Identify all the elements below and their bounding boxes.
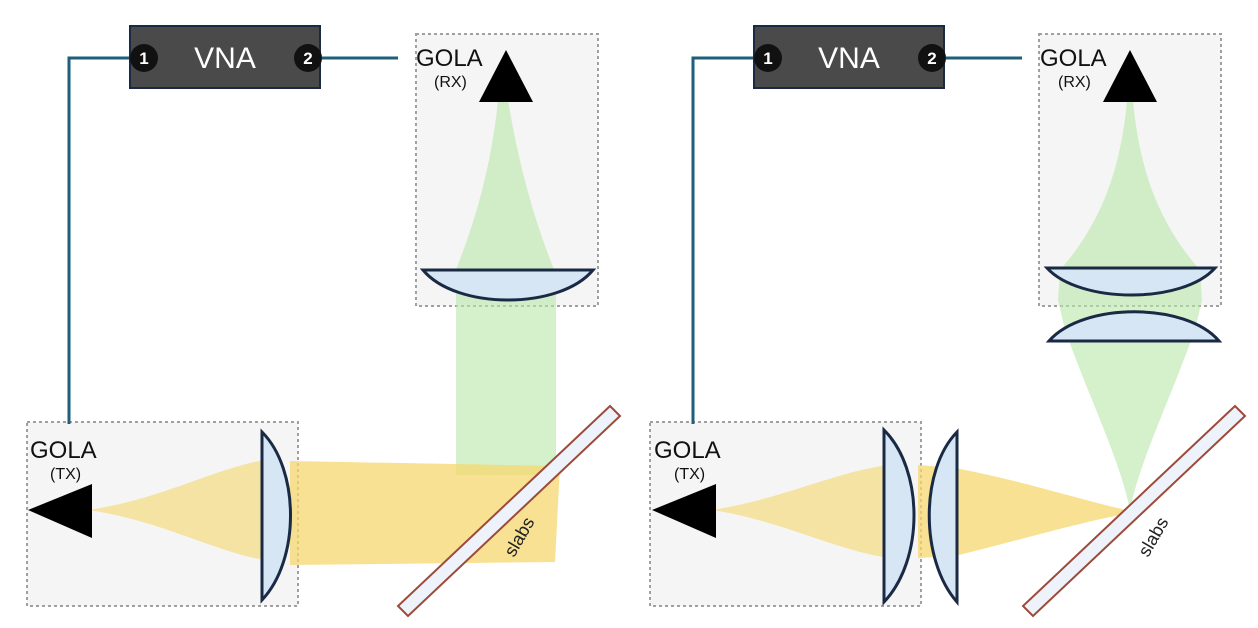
tx-label: GOLA bbox=[30, 437, 97, 464]
rx-lens-1 bbox=[1043, 266, 1219, 297]
tx-beam-focusing bbox=[918, 465, 1135, 558]
tx-label: GOLA bbox=[654, 437, 721, 464]
vna-label: VNA bbox=[194, 42, 256, 75]
rx-label: GOLA bbox=[416, 45, 483, 72]
vna-port1-marker bbox=[754, 44, 782, 72]
panel-left: slabs VNA 1 2 GOLA (RX) GOLA (TX) bbox=[26, 25, 622, 618]
vna-port1-label: 1 bbox=[139, 49, 148, 68]
rx-label: GOLA bbox=[1040, 45, 1107, 72]
vna-port2-marker bbox=[294, 44, 322, 72]
slab-label: slabs bbox=[1134, 514, 1172, 560]
vna-label: VNA bbox=[818, 42, 880, 75]
vna-box bbox=[129, 25, 321, 89]
tx-lens-2 bbox=[927, 428, 959, 606]
tx-beam-diverging bbox=[712, 465, 890, 558]
rx-beam-converging bbox=[455, 100, 555, 272]
rx-horn-icon bbox=[479, 50, 533, 102]
slab bbox=[396, 404, 622, 618]
vna-port1-marker bbox=[130, 44, 158, 72]
rx-beam bbox=[1058, 100, 1202, 510]
rx-lens-2 bbox=[1045, 310, 1223, 343]
tx-sublabel: (TX) bbox=[674, 466, 705, 483]
panel-right: slabs VNA 1 2 GOLA (RX) GOLA (TX) bbox=[649, 25, 1247, 618]
slab bbox=[1021, 404, 1247, 618]
vna-port2-label: 2 bbox=[927, 49, 936, 68]
rx-beam-collimated bbox=[456, 290, 556, 475]
rx-horn-icon bbox=[1103, 50, 1157, 102]
cable-port1-tx bbox=[67, 56, 130, 424]
vna-port1-label: 1 bbox=[763, 49, 772, 68]
tx-sublabel: (TX) bbox=[50, 466, 81, 483]
tx-beam-diverging bbox=[88, 460, 265, 560]
vna-port2-marker bbox=[918, 44, 946, 72]
rx-sublabel: (RX) bbox=[434, 74, 467, 91]
tx-horn-icon bbox=[28, 484, 92, 538]
tx-lens-1 bbox=[882, 426, 916, 606]
cable-port1-tx bbox=[691, 56, 754, 424]
rx-sublabel: (RX) bbox=[1058, 74, 1091, 91]
rx-lens bbox=[419, 268, 597, 302]
tx-beam-collimated bbox=[290, 461, 560, 565]
vna-port2-label: 2 bbox=[303, 49, 312, 68]
tx-horn-icon bbox=[652, 484, 716, 538]
vna-box bbox=[753, 25, 945, 89]
tx-lens bbox=[260, 428, 292, 604]
